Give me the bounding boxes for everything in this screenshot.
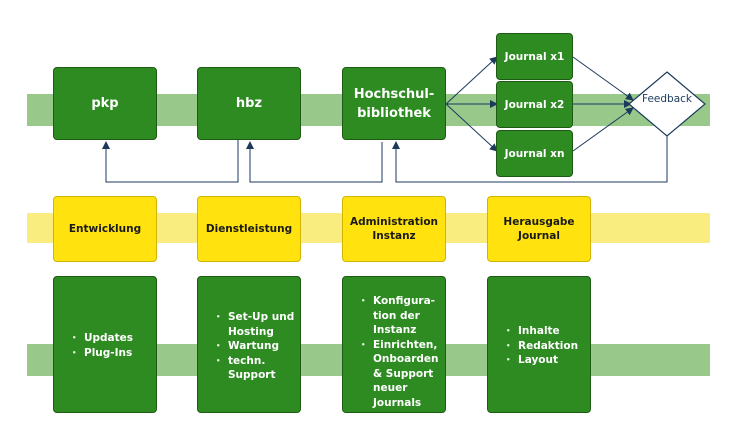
hochschul-task-list: Konfigura- tion der Instanz Einrichten, … bbox=[361, 294, 439, 410]
hbz-box[interactable]: hbz bbox=[197, 67, 301, 140]
task-setup-hosting: Set-Up und bbox=[216, 310, 294, 325]
entwicklung-label: Entwicklung bbox=[68, 223, 142, 235]
task-inhalte: Inhalte bbox=[506, 324, 578, 339]
task-konfiguration-cont2: Instanz bbox=[373, 324, 417, 336]
administration-instanz-box[interactable]: Administration Instanz bbox=[342, 196, 446, 262]
task-setup-hosting-cont: Hosting bbox=[228, 325, 274, 338]
journal-xn-box[interactable]: Journal xn bbox=[496, 130, 573, 177]
arrow-to-journal-x1 bbox=[445, 56, 498, 105]
journal-x2-box[interactable]: Journal x2 bbox=[496, 81, 573, 128]
hochschul-label-line2: bibliothek bbox=[357, 105, 431, 121]
herausgabe-label-line2: Journal bbox=[518, 230, 560, 242]
arrow-xn-to-feedback bbox=[572, 107, 634, 152]
task-layout: Layout bbox=[506, 353, 578, 368]
task-einrichten-cont1: Onboarden bbox=[373, 353, 439, 365]
administration-label-line2: Instanz bbox=[372, 230, 416, 242]
hochschulbibliothek-box[interactable]: Hochschul- bibliothek bbox=[342, 67, 446, 140]
administration-label-line1: Administration bbox=[349, 216, 439, 228]
herausgabe-tasks-box[interactable]: Inhalte Redaktion Layout bbox=[487, 276, 591, 413]
hbz-tasks-box[interactable]: Set-Up und Hosting Wartung techn. Suppor… bbox=[197, 276, 301, 413]
task-einrichten-cont4: Journals bbox=[373, 396, 422, 409]
task-einrichten-cont2: & Support bbox=[373, 367, 434, 380]
entwicklung-box[interactable]: Entwicklung bbox=[53, 196, 157, 262]
dienstleistung-box[interactable]: Dienstleistung bbox=[197, 196, 301, 262]
herausgabe-label-line1: Herausgabe bbox=[503, 216, 575, 228]
task-einrichten: Einrichten, bbox=[361, 338, 439, 353]
task-konfiguration: Konfigura- bbox=[361, 294, 439, 309]
dienstleistung-label: Dienstleistung bbox=[205, 223, 293, 235]
journal-x1-box[interactable]: Journal x1 bbox=[496, 33, 573, 80]
task-konfiguration-cont1: tion der bbox=[373, 309, 420, 322]
task-techn-support-cont: Support bbox=[228, 369, 276, 381]
herausgabe-journal-box[interactable]: Herausgabe Journal bbox=[487, 196, 591, 262]
task-techn-support: techn. bbox=[216, 354, 294, 369]
pkp-box[interactable]: pkp bbox=[53, 67, 157, 140]
task-plug-ins: Plug-Ins bbox=[72, 346, 133, 361]
hbz-task-list: Set-Up und Hosting Wartung techn. Suppor… bbox=[216, 310, 294, 383]
hochschul-label-line1: Hochschul- bbox=[353, 86, 435, 102]
loop-to-pkp bbox=[102, 136, 239, 183]
feedback-to-hochschul bbox=[392, 134, 668, 183]
pkp-label: pkp bbox=[91, 96, 119, 111]
journal-xn-label: Journal xn bbox=[504, 147, 565, 160]
task-einrichten-cont3: neuer bbox=[373, 382, 408, 394]
herausgabe-task-list: Inhalte Redaktion Layout bbox=[506, 324, 578, 368]
task-redaktion: Redaktion bbox=[506, 339, 578, 354]
hbz-label: hbz bbox=[235, 96, 263, 111]
loop-to-hbz bbox=[246, 141, 383, 183]
journal-x2-label: Journal x2 bbox=[504, 98, 565, 111]
task-updates: Updates bbox=[72, 331, 133, 346]
feedback-diamond bbox=[628, 71, 706, 137]
hochschul-tasks-box[interactable]: Konfigura- tion der Instanz Einrichten, … bbox=[342, 276, 446, 413]
task-wartung: Wartung bbox=[216, 339, 294, 354]
feedback-label: Feedback bbox=[641, 93, 692, 105]
pkp-tasks-box[interactable]: Updates Plug-Ins bbox=[53, 276, 157, 413]
journal-x1-label: Journal x1 bbox=[504, 50, 565, 63]
arrow-x1-to-feedback bbox=[572, 56, 634, 101]
pkp-task-list: Updates Plug-Ins bbox=[72, 331, 133, 360]
arrow-to-journal-xn bbox=[445, 103, 498, 152]
